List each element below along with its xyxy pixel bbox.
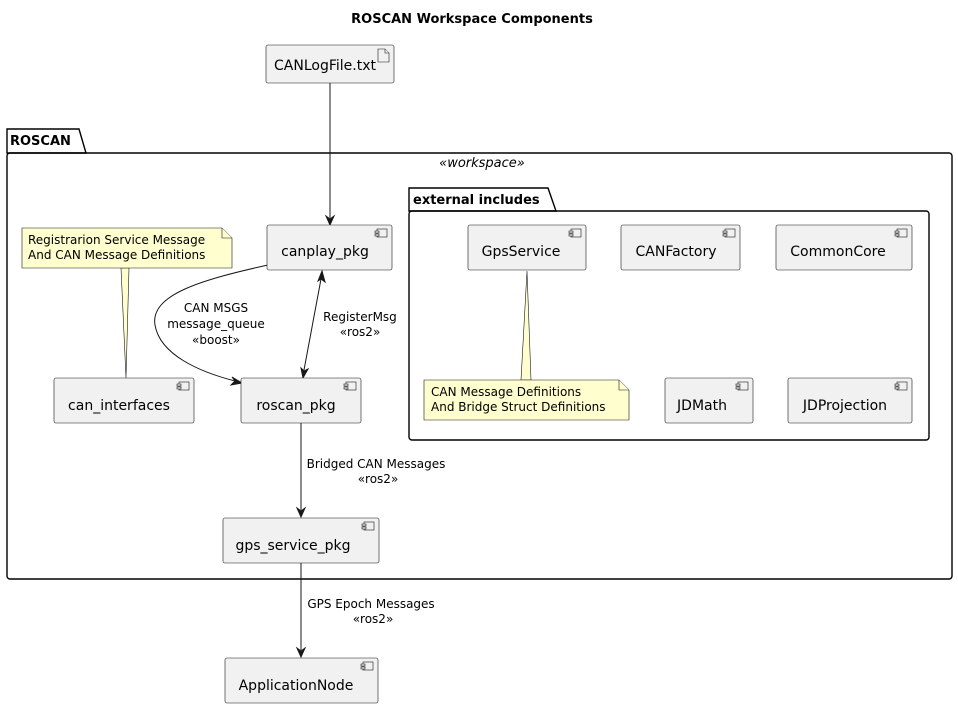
edge-label-boost: «boost» bbox=[192, 333, 240, 347]
component-gps-service-pkg-label: gps_service_pkg bbox=[235, 538, 350, 554]
arrowhead-bottom bbox=[300, 366, 310, 380]
component-box bbox=[222, 517, 380, 564]
edge-label-ros2: «ros2» bbox=[353, 612, 394, 626]
note-registration-line-1: Registrarion Service Message bbox=[28, 233, 205, 247]
note-registration-line-2: And CAN Message Definitions bbox=[28, 248, 205, 262]
component-icon-tab bbox=[176, 383, 182, 387]
component-gpsservice[interactable]: GpsService bbox=[467, 224, 587, 271]
component-icon-tab bbox=[343, 383, 349, 387]
arrowhead-top bbox=[316, 269, 326, 284]
note-registration: Registrarion Service Message And CAN Mes… bbox=[21, 227, 233, 269]
component-icon-tab bbox=[568, 230, 574, 234]
edge-line bbox=[154, 264, 269, 382]
package-roscan-stereotype: «workspace» bbox=[439, 156, 525, 171]
artifact-box bbox=[265, 44, 395, 84]
component-jdprojection[interactable]: JDProjection bbox=[787, 377, 913, 424]
edge-label-bridged: Bridged CAN Messages bbox=[307, 457, 446, 471]
edge-gps-service-applicationnode: GPS Epoch Messages «ros2» bbox=[295, 563, 435, 659]
artifact-icon-fold bbox=[384, 49, 389, 54]
edge-label-gps-epoch: GPS Epoch Messages bbox=[307, 597, 434, 611]
note-registration-connector bbox=[120, 267, 130, 379]
edge-line bbox=[303, 278, 322, 371]
artifact-canlogfile[interactable]: CANLogFile.txt bbox=[265, 44, 395, 84]
component-box bbox=[664, 377, 754, 424]
component-box bbox=[775, 224, 913, 271]
arrowhead bbox=[229, 376, 244, 386]
edge-label-ros2: «ros2» bbox=[358, 472, 399, 486]
note-gps-definitions: CAN Message Definitions And Bridge Struc… bbox=[423, 379, 630, 421]
component-icon-tab bbox=[374, 230, 380, 234]
component-icon-tab bbox=[722, 230, 728, 234]
component-icon-tab bbox=[894, 383, 900, 387]
edge-label-registermsg: RegisterMsg bbox=[323, 310, 397, 324]
component-icon-tab bbox=[722, 233, 728, 237]
edge-canplay-roscan-boost: CAN MSGS message_queue «boost» bbox=[154, 264, 269, 386]
component-box bbox=[467, 224, 587, 271]
package-roscan-frame bbox=[6, 152, 953, 580]
arrowhead bbox=[324, 214, 336, 227]
edge-label-ros2: «ros2» bbox=[340, 325, 381, 339]
package-roscan: ROSCAN «workspace» bbox=[6, 128, 953, 580]
component-jdmath[interactable]: JDMath bbox=[664, 377, 754, 424]
note-gps-connector bbox=[520, 270, 532, 381]
component-jdmath-label: JDMath bbox=[676, 398, 727, 414]
note-body bbox=[21, 227, 233, 269]
edge-roscan-gps-service: Bridged CAN Messages «ros2» bbox=[295, 423, 446, 519]
note-gps-line-2: And Bridge Struct Definitions bbox=[431, 400, 606, 414]
component-applicationnode[interactable]: ApplicationNode bbox=[224, 657, 379, 704]
component-icon-tab bbox=[735, 383, 741, 387]
component-icon-tab bbox=[374, 233, 380, 237]
component-box bbox=[620, 224, 741, 271]
component-icon-tab bbox=[361, 523, 367, 527]
component-gps-service-pkg[interactable]: gps_service_pkg bbox=[222, 517, 380, 564]
component-roscan-pkg-label: roscan_pkg bbox=[256, 398, 335, 414]
component-icon-tab bbox=[360, 663, 366, 667]
component-jdprojection-label: JDProjection bbox=[802, 398, 887, 414]
component-canfactory[interactable]: CANFactory bbox=[620, 224, 741, 271]
component-icon-tab bbox=[360, 666, 366, 670]
package-external-label: external includes bbox=[413, 193, 540, 208]
component-icon-tab bbox=[176, 386, 182, 390]
note-body bbox=[423, 379, 630, 421]
component-commoncore-label: CommonCore bbox=[790, 244, 885, 260]
artifact-canlogfile-label: CANLogFile.txt bbox=[274, 58, 376, 74]
component-icon-tab bbox=[894, 230, 900, 234]
note-fold bbox=[618, 380, 629, 391]
component-can-interfaces[interactable]: can_interfaces bbox=[53, 377, 195, 424]
component-icon-tab bbox=[894, 386, 900, 390]
component-applicationnode-label: ApplicationNode bbox=[239, 678, 354, 694]
component-commoncore[interactable]: CommonCore bbox=[775, 224, 913, 271]
component-box bbox=[266, 224, 393, 271]
edge-canplay-roscan-registermsg: RegisterMsg «ros2» bbox=[300, 269, 397, 380]
component-box bbox=[787, 377, 913, 424]
component-icon-tab bbox=[894, 233, 900, 237]
artifact-icon bbox=[377, 48, 390, 63]
arrowhead bbox=[295, 506, 307, 519]
diagram-title: ROSCAN Workspace Components bbox=[351, 12, 593, 27]
component-box bbox=[240, 377, 362, 424]
component-canplay-pkg-label: canplay_pkg bbox=[281, 244, 369, 260]
edge-label-can-msgs: CAN MSGS bbox=[184, 301, 248, 315]
component-box bbox=[224, 657, 379, 704]
component-icon-tab bbox=[343, 386, 349, 390]
component-canplay-pkg[interactable]: canplay_pkg bbox=[266, 224, 393, 271]
arrowhead bbox=[295, 646, 307, 659]
component-icon-tab bbox=[735, 386, 741, 390]
component-box bbox=[53, 377, 195, 424]
component-gpsservice-label: GpsService bbox=[482, 244, 561, 260]
edge-canlogfile-canplay bbox=[324, 83, 336, 227]
component-roscan-pkg[interactable]: roscan_pkg bbox=[240, 377, 362, 424]
package-roscan-label: ROSCAN bbox=[10, 134, 71, 149]
component-canfactory-label: CANFactory bbox=[636, 244, 717, 260]
component-icon-tab bbox=[568, 233, 574, 237]
edge-label-message-queue: message_queue bbox=[167, 317, 265, 331]
note-fold bbox=[221, 228, 232, 239]
package-external-frame bbox=[408, 210, 930, 441]
note-gps-line-1: CAN Message Definitions bbox=[431, 385, 581, 399]
package-external-includes: external includes bbox=[408, 187, 930, 441]
component-icon-tab bbox=[361, 526, 367, 530]
component-can-interfaces-label: can_interfaces bbox=[68, 398, 170, 414]
